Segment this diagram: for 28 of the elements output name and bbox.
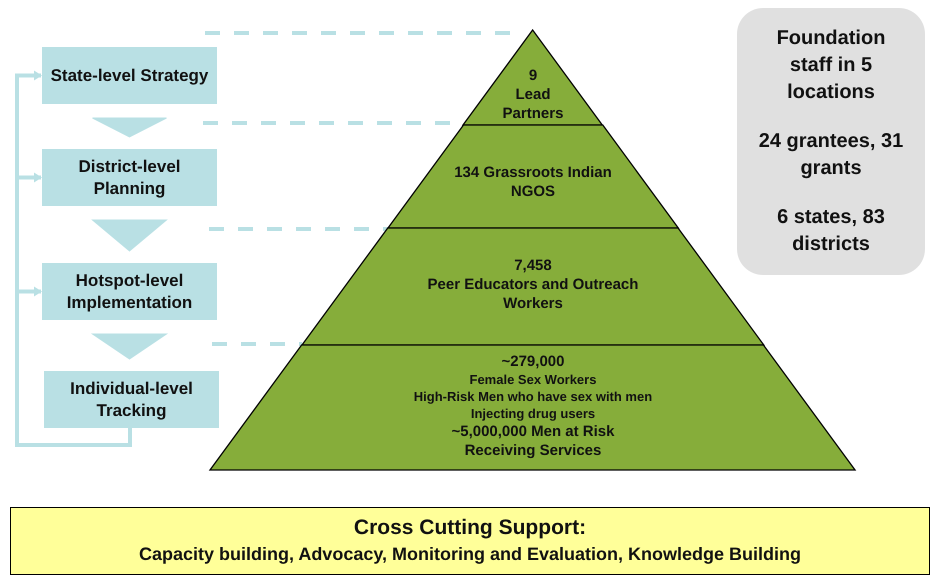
tier-text: ~5,000,000 Men at Risk bbox=[451, 422, 614, 441]
banner-text: Capacity building, Advocacy, Monitoring and Evaluation, Knowledge Building bbox=[138, 544, 802, 565]
tier-text: Peer Educators and Outreach Workers bbox=[426, 275, 640, 313]
info-text: Foundation staff in 5 locations bbox=[776, 26, 886, 105]
tier-text: Receiving Services bbox=[464, 441, 602, 460]
process-box: Individual-level Tracking bbox=[44, 371, 219, 428]
tier-text: Injecting drug users bbox=[470, 405, 596, 422]
chevron-arrow bbox=[92, 118, 167, 138]
tier-text: High-Risk Men who have sex with men bbox=[414, 388, 652, 405]
feedback-arrow bbox=[15, 286, 132, 447]
tier-text: Female Sex Workers bbox=[470, 371, 596, 388]
tier-text: ~279,000 bbox=[501, 352, 564, 371]
pyramid-tier bbox=[210, 345, 856, 470]
chevron-arrow bbox=[90, 334, 168, 360]
info-text: 6 states, 83 districts bbox=[776, 205, 886, 257]
process-box: District-level Planning bbox=[42, 149, 217, 206]
pyramid-tier bbox=[302, 228, 764, 345]
banner-heading: Cross Cutting Support: bbox=[354, 516, 586, 540]
process-box: Hotspot-level Implementation bbox=[42, 263, 217, 320]
support-banner bbox=[10, 507, 930, 575]
tier-text: 7,458 bbox=[514, 256, 552, 275]
process-box: State-level Strategy bbox=[42, 47, 217, 104]
tier-text: Lead Partners bbox=[502, 85, 564, 123]
chevron-arrow bbox=[91, 220, 168, 252]
info-card bbox=[737, 8, 925, 275]
tier-text: 134 Grassroots Indian NGOS bbox=[453, 163, 613, 201]
tier-text: 9 bbox=[528, 66, 538, 85]
info-text: 24 grantees, 31 grants bbox=[758, 129, 904, 181]
